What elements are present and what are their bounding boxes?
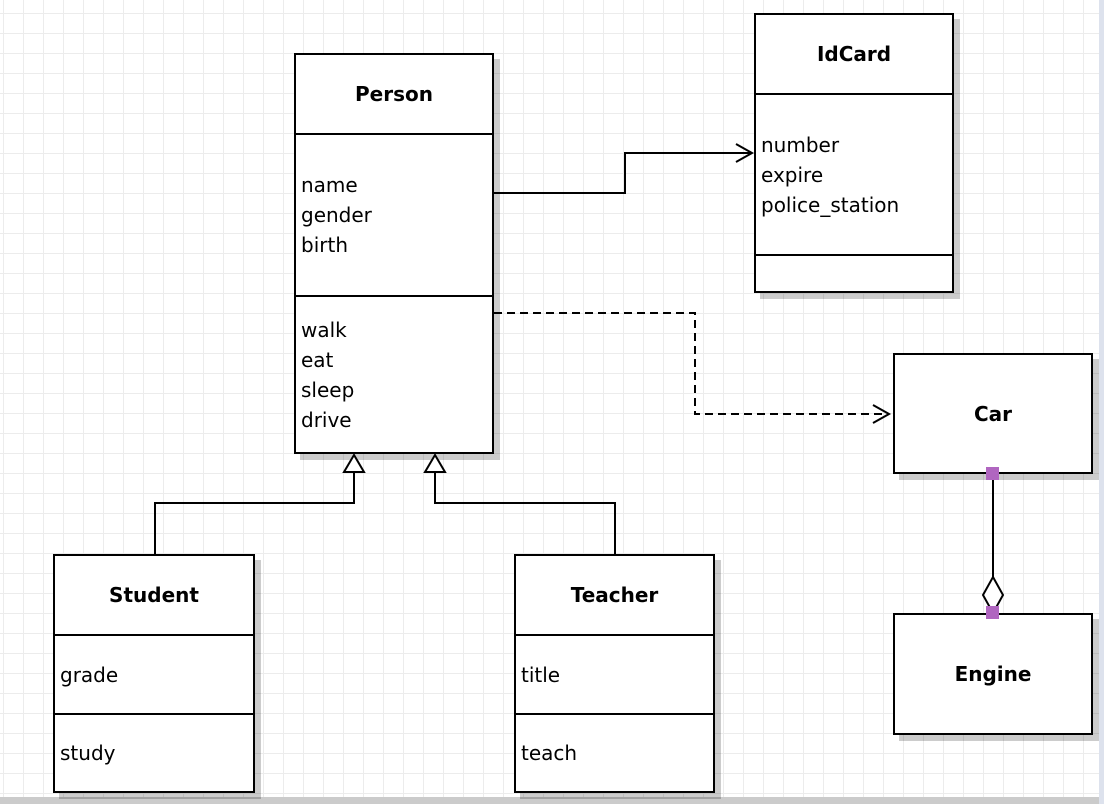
edge-line xyxy=(494,152,751,194)
class-engine[interactable]: Engine xyxy=(893,613,1093,735)
edge-line xyxy=(494,312,887,415)
class-attribute: title xyxy=(521,662,561,687)
open-arrowhead-icon xyxy=(872,404,892,424)
class-person-methods: walk eat sleep drive xyxy=(296,295,492,452)
class-student[interactable]: Student grade study xyxy=(53,554,255,793)
edge-line xyxy=(154,472,355,554)
edge-person-idcard-association[interactable] xyxy=(494,143,755,194)
open-arrowhead-icon xyxy=(735,143,755,163)
class-teacher[interactable]: Teacher title teach xyxy=(514,554,715,793)
class-title: Teacher xyxy=(570,583,659,607)
canvas-bottom-edge xyxy=(0,797,1104,804)
hollow-triangle-icon xyxy=(342,453,366,473)
edge-teacher-person-generalization[interactable] xyxy=(423,453,616,554)
class-method: study xyxy=(60,741,116,765)
class-title: Student xyxy=(109,583,199,607)
class-method: walk xyxy=(301,317,347,342)
edge-student-person-generalization[interactable] xyxy=(154,453,366,554)
hollow-triangle-icon xyxy=(423,453,447,473)
class-student-attributes: grade xyxy=(55,634,253,713)
class-method: teach xyxy=(521,741,578,765)
class-teacher-methods: teach xyxy=(516,713,713,791)
class-attribute: police_station xyxy=(761,192,900,217)
class-car[interactable]: Car xyxy=(893,353,1093,474)
class-attribute: grade xyxy=(60,662,119,687)
class-method: drive xyxy=(301,407,352,432)
edge-car-engine-aggregation[interactable] xyxy=(981,467,1005,619)
class-title: IdCard xyxy=(816,42,892,66)
class-teacher-attributes: title xyxy=(516,634,713,713)
class-student-methods: study xyxy=(55,713,253,791)
class-person-attributes: name gender birth xyxy=(296,133,492,295)
class-method: eat xyxy=(301,347,334,372)
class-idcard-methods-empty xyxy=(756,254,952,291)
class-method: sleep xyxy=(301,377,355,402)
edge-line xyxy=(434,472,616,554)
class-title: Person xyxy=(355,82,433,106)
class-title: Engine xyxy=(954,662,1032,686)
class-attribute: birth xyxy=(301,233,348,257)
class-attribute: number xyxy=(761,132,840,157)
class-attribute: gender xyxy=(301,203,372,227)
class-idcard-attributes: number expire police_station xyxy=(756,93,952,254)
class-idcard[interactable]: IdCard number expire police_station xyxy=(754,13,954,293)
class-attribute: name xyxy=(301,173,358,197)
canvas-right-edge xyxy=(1099,0,1104,804)
class-title: Car xyxy=(973,401,1013,426)
class-person[interactable]: Person name gender birth walk eat sleep … xyxy=(294,53,494,454)
edge-person-car-dependency[interactable] xyxy=(494,312,892,424)
class-attribute: expire xyxy=(761,162,824,187)
